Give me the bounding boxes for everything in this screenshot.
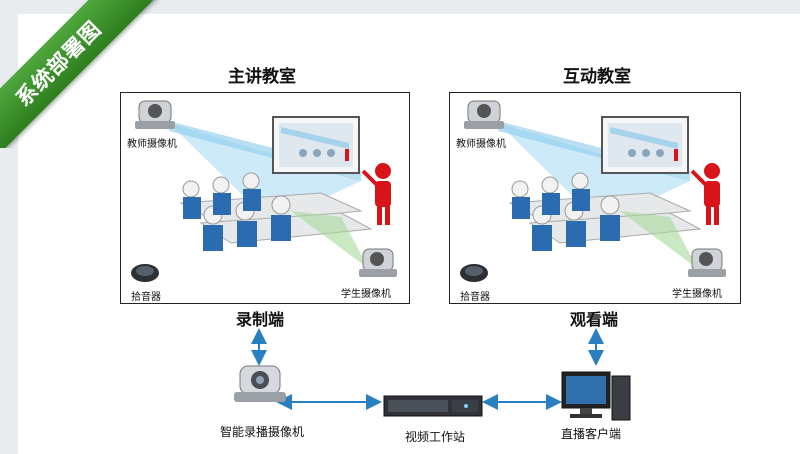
students-group [179,172,373,251]
client-label: 直播客户端 [561,427,622,441]
microphone-icon [460,264,488,282]
server-icon [383,395,483,417]
teacher-camera-icon [135,100,175,129]
recording-camera-label: 智能录播摄像机 [220,425,305,439]
student-camera-label: 学生摄像机 [341,289,391,300]
student-camera-icon [688,248,726,277]
teacher-figure [361,163,391,225]
teacher-camera-label: 教师摄像机 [456,139,506,150]
students-group [508,172,702,251]
student-camera-label: 学生摄像机 [672,289,722,300]
teacher-camera-icon [464,100,504,129]
recording-camera-icon [234,365,286,402]
microphone-label: 拾音器 [131,292,161,303]
desktop-computer-icon [561,371,631,421]
main-classroom-scene: 教师摄像机 拾音器 学生摄像机 [120,92,410,304]
microphone-label: 拾音器 [460,292,490,303]
display-screen [601,116,689,174]
interactive-classroom-title: 互动教室 [563,67,631,87]
viewing-end-label: 观看端 [570,310,619,329]
interactive-classroom-scene: 教师摄像机 拾音器 学生摄像机 [449,92,741,304]
student-camera-icon [359,248,397,277]
teacher-camera-label: 教师摄像机 [127,139,177,150]
main-classroom-title: 主讲教室 [228,67,296,87]
teacher-figure [690,163,720,225]
recording-end-label: 录制端 [236,310,285,329]
workstation-label: 视频工作站 [405,430,466,444]
display-screen [272,116,360,174]
microphone-icon [131,264,159,282]
